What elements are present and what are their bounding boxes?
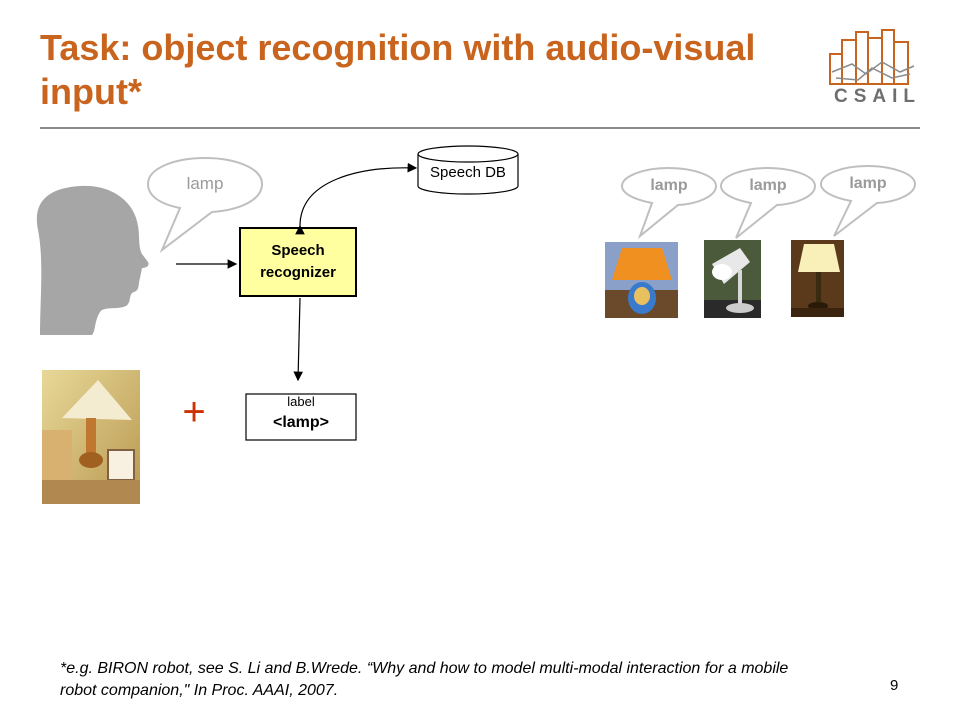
db-recognizer-link-arrow bbox=[295, 162, 418, 235]
lamp-bubble-3 bbox=[819, 164, 917, 237]
lamp-photo-cream bbox=[791, 240, 844, 317]
speech-recognizer-line-1: Speech bbox=[271, 242, 325, 259]
speech-recognizer-label: Speech recognizer bbox=[240, 240, 356, 284]
recognizer-output-arrow bbox=[293, 297, 304, 382]
label-caption: label bbox=[287, 394, 315, 409]
speech-db-cylinder-icon bbox=[417, 145, 519, 195]
title-divider bbox=[40, 127, 920, 129]
lamp-photo-desk bbox=[704, 240, 761, 318]
speaker-speech-bubble bbox=[146, 156, 264, 254]
csail-logo-text: CSAIL bbox=[834, 86, 921, 107]
lamp-bubble-2 bbox=[719, 166, 817, 239]
speech-recognizer-box bbox=[239, 227, 357, 297]
scene-lamp-photo bbox=[42, 370, 140, 504]
slide-title: Task: object recognition with audio-visu… bbox=[40, 27, 756, 112]
lamp-photo-orange bbox=[605, 242, 678, 318]
speaker-bubble-text: lamp bbox=[186, 174, 224, 193]
page-number: 9 bbox=[890, 677, 899, 694]
csail-logo-icon bbox=[829, 29, 915, 85]
lamp-bubble-2-text: lamp bbox=[749, 177, 787, 194]
plus-sign: + bbox=[182, 390, 206, 434]
person-head-silhouette-icon bbox=[36, 185, 149, 335]
lamp-bubble-1 bbox=[620, 166, 718, 240]
lamp-bubble-3-text: lamp bbox=[849, 175, 887, 192]
speech-recognizer-line-2: recognizer bbox=[260, 264, 336, 281]
label-value: <lamp> bbox=[272, 414, 330, 431]
label-box bbox=[245, 393, 357, 441]
footnote-citation: *e.g. BIRON robot, see S. Li and B.Wrede… bbox=[60, 660, 789, 699]
speech-db-label: Speech DB bbox=[430, 164, 506, 181]
lamp-bubble-1-text: lamp bbox=[650, 177, 688, 194]
